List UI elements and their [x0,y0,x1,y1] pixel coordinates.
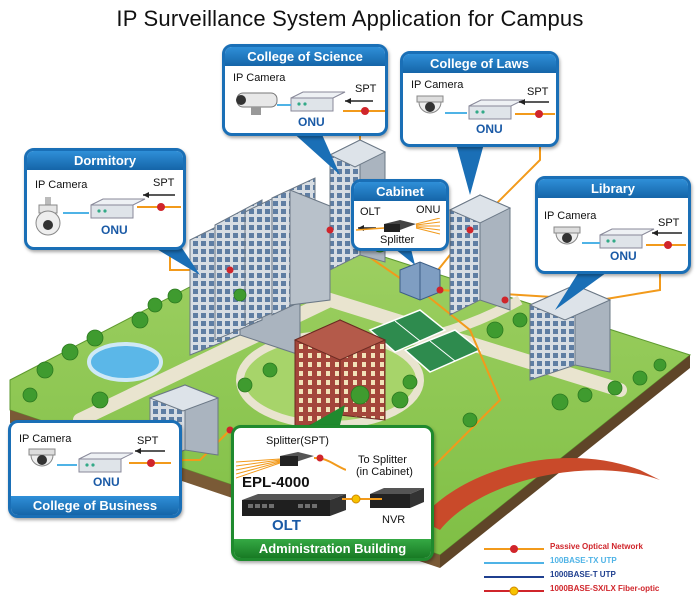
ip-camera-label: IP Camera [411,79,464,91]
utp-cable-icon [445,112,467,114]
laws-building [448,194,512,316]
spt-label: SPT [153,177,175,189]
spt-label: SPT [355,83,377,95]
legend-100base-tx-swatch [484,562,544,564]
utp-cable-icon [277,104,291,106]
olt-switch-icon [242,494,346,516]
callout-college-of-science: College of Science IP Camera SPT ONU [222,44,388,136]
onu-icon [599,228,655,249]
legend-label: 1000BASE-SX/LX Fiber-optic [550,584,660,593]
campus-pond [87,342,163,382]
spt-connector-icon [343,98,385,115]
callout-college-of-business: IP Camera SPT ONU College of Business [8,420,182,518]
spt-connector-icon [646,230,686,249]
legend-item: 1000BASE-SX/LX Fiber-optic [480,584,695,598]
legend-1000base-t-swatch [484,576,544,578]
dome-camera-icon [28,448,56,467]
onu-label: ONU [610,249,637,263]
spt-connector-icon [129,448,171,467]
splitter-spt-label: Splitter(SPT) [266,435,329,447]
onu-label: ONU [93,475,120,489]
splitter-label: Splitter [380,234,415,246]
callout-library: Library IP Camera SPT ONU [535,176,691,274]
spt-markers [226,226,509,434]
callout-footer: College of Business [11,496,179,515]
legend-item: Passive Optical Network [480,542,695,556]
ip-camera-label: IP Camera [19,433,72,445]
legend-fiber-swatch [484,586,544,596]
spt-label: SPT [527,86,549,98]
onu-label: ONU [101,223,128,237]
onu-icon [78,452,134,473]
nvr-label: NVR [382,514,406,526]
bullet-camera-icon [236,92,278,115]
tennis-courts [368,309,482,373]
onu-icon [290,91,346,112]
olt-model-label: EPL-4000 [242,474,310,491]
callout-header: College of Science [225,47,385,66]
spt-label: SPT [137,435,159,447]
callout-college-of-laws: College of Laws IP Camera SPT ONU [400,51,559,147]
diagram-title: IP Surveillance System Application for C… [116,6,584,31]
callout-footer: Administration Building [234,539,431,558]
spt-label: SPT [658,217,680,229]
callout-header: Library [538,179,688,198]
legend-item: 1000BASE-T UTP [480,570,695,584]
dome-camera-icon [553,226,581,245]
olt-label: OLT [360,206,381,218]
onu-icon [90,198,146,219]
spt-connector-icon [515,99,555,118]
onu-icon [468,99,524,120]
splitter-icon [356,218,441,235]
ip-camera-label: IP Camera [35,179,88,191]
legend: Passive Optical Network 100BASE-TX UTP 1… [480,540,695,598]
running-track [420,458,660,530]
callout-administration-building: Splitter(SPT) To Splitter (in Cabinet) E… [231,425,434,561]
to-splitter-label: To Splitter [358,454,407,466]
legend-item: 100BASE-TX UTP [480,556,695,570]
utp-cable-icon [57,464,77,466]
dome-camera-icon [416,95,444,114]
ip-camera-label: IP Camera [544,210,597,222]
ptz-camera-icon [35,197,61,236]
legend-label: 1000BASE-T UTP [550,570,616,579]
dormitory-buildings [189,177,331,356]
spt-connector-icon [137,192,181,211]
callout-header: Cabinet [354,182,446,201]
to-splitter-sub-label: (in Cabinet) [356,466,413,478]
legend-label: 100BASE-TX UTP [550,556,617,565]
callout-header: Dormitory [27,151,183,170]
onu-label: ONU [476,122,503,136]
callout-cabinet: Cabinet OLT ONU Splitter [351,179,449,251]
onu-label-cabinet: ONU [416,204,441,216]
onu-label: ONU [298,115,325,129]
splitter-icon [236,452,346,479]
uplink-fiber-icon [342,494,382,504]
legend-label: Passive Optical Network [550,542,643,551]
callout-dormitory: Dormitory IP Camera SPT ONU [24,148,186,250]
nvr-icon [370,488,424,508]
utp-cable-icon [582,242,600,244]
legend-pon-swatch [484,545,544,553]
utp-cable-icon [63,212,89,214]
ip-camera-label: IP Camera [233,72,286,84]
olt-label: OLT [272,517,301,534]
callout-header: College of Laws [403,54,556,73]
library-building [528,284,612,381]
